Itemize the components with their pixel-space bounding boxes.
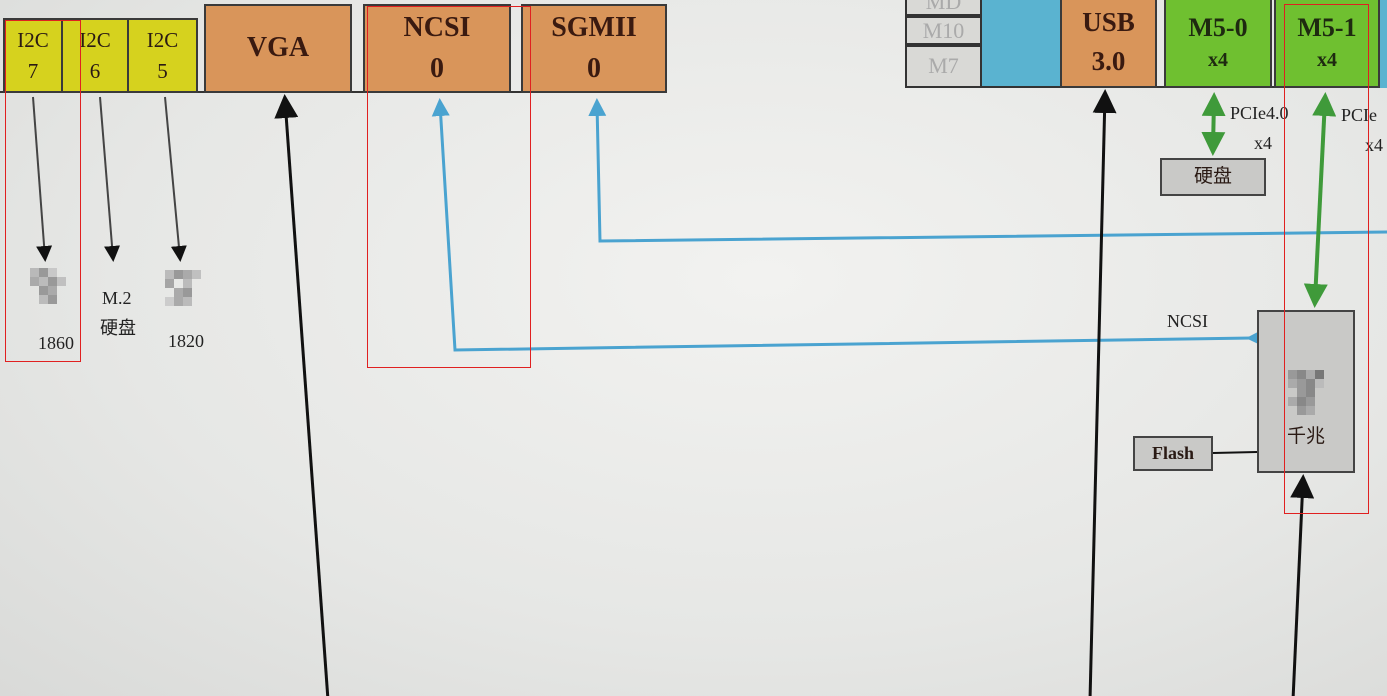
i2c-7-target-label: 1860	[38, 333, 74, 353]
usb-line2: 3.0	[1091, 46, 1126, 76]
gigabit-chip-box[interactable]: 千兆	[1257, 310, 1355, 473]
i2c-5-target-label: 1820	[168, 331, 204, 351]
i2c-6-arrow	[99, 96, 121, 262]
vga-block[interactable]: VGA	[204, 4, 352, 93]
disk-box[interactable]: 硬盘	[1160, 158, 1266, 196]
m5-0-pcie-link	[1201, 92, 1226, 156]
m2-label: M.2	[102, 288, 132, 308]
i2c-7-block[interactable]: I2C 7	[3, 18, 63, 93]
m5-1-line1: M5-1	[1297, 12, 1357, 42]
sgmii-0-block[interactable]: SGMII 0	[521, 4, 667, 93]
m-stack-md[interactable]: MD	[905, 0, 982, 16]
blurred-device-name-1	[30, 268, 66, 304]
i2c-5-line2: 5	[157, 58, 168, 83]
highlight-i2c-7	[5, 20, 81, 362]
disk-label: 硬盘	[1193, 166, 1232, 188]
m2-disk-label: 硬盘	[100, 318, 136, 338]
flash-box[interactable]: Flash	[1133, 436, 1213, 471]
m5-0-line1: M5-0	[1188, 12, 1248, 42]
vga-arrow	[274, 94, 330, 696]
pcie-m5-0-line1: PCIe4.0	[1230, 103, 1289, 123]
pcie-m5-0-line2: x4	[1254, 133, 1272, 153]
blurred-chip-name	[1288, 370, 1324, 416]
m5-0-line2: x4	[1208, 49, 1228, 72]
i2c-5-line1: I2C	[146, 28, 179, 53]
sgmii-link	[588, 98, 1387, 243]
i2c-7-arrow	[32, 96, 53, 262]
vga-label: VGA	[246, 32, 310, 64]
i2c-7-line1: I2C	[17, 28, 49, 53]
highlight-ncsi	[367, 6, 531, 368]
m5-0-block[interactable]: M5-0 x4	[1164, 0, 1272, 88]
ncsi-link	[431, 98, 1265, 352]
m5-1-block[interactable]: M5-1 x4	[1274, 0, 1380, 88]
i2c-5-arrow	[164, 96, 187, 262]
chip-label: 千兆	[1286, 426, 1325, 448]
m5-1-line2: x4	[1317, 49, 1337, 72]
m-stack-m7[interactable]: M7	[905, 45, 982, 88]
i2c-7-line2: 7	[27, 58, 39, 83]
i2c-6-line2: 6	[89, 58, 101, 83]
pcie-m5-1-line2: x4	[1365, 135, 1383, 155]
usb-3-block[interactable]: USB 3.0	[1060, 0, 1157, 88]
blue-block-right	[1380, 0, 1387, 88]
i2c-6-block[interactable]: I2C 6	[61, 18, 129, 93]
ncsi-0-block[interactable]: NCSI 0	[363, 4, 511, 93]
m5-1-pcie-link	[1303, 92, 1337, 308]
ncsi-0-line2: 0	[430, 52, 444, 84]
i2c-6-line1: I2C	[79, 28, 111, 53]
flash-label: Flash	[1151, 443, 1194, 464]
m-stack-m10[interactable]: M10	[905, 16, 982, 45]
sgmii-0-line2: 0	[587, 52, 601, 84]
highlight-m5-1	[1284, 4, 1369, 514]
usb-line1: USB	[1082, 6, 1135, 37]
i2c-5-block[interactable]: I2C 5	[127, 18, 198, 93]
flash-link	[1212, 451, 1258, 454]
ncsi-link-label: NCSI	[1167, 311, 1209, 331]
sgmii-0-line1: SGMII	[551, 11, 637, 43]
blue-block	[982, 0, 1062, 88]
usb-arrow	[1088, 89, 1117, 696]
blurred-device-name-2	[165, 270, 201, 306]
chip-input-arrow	[1290, 474, 1315, 696]
ncsi-0-line1: NCSI	[403, 11, 471, 43]
